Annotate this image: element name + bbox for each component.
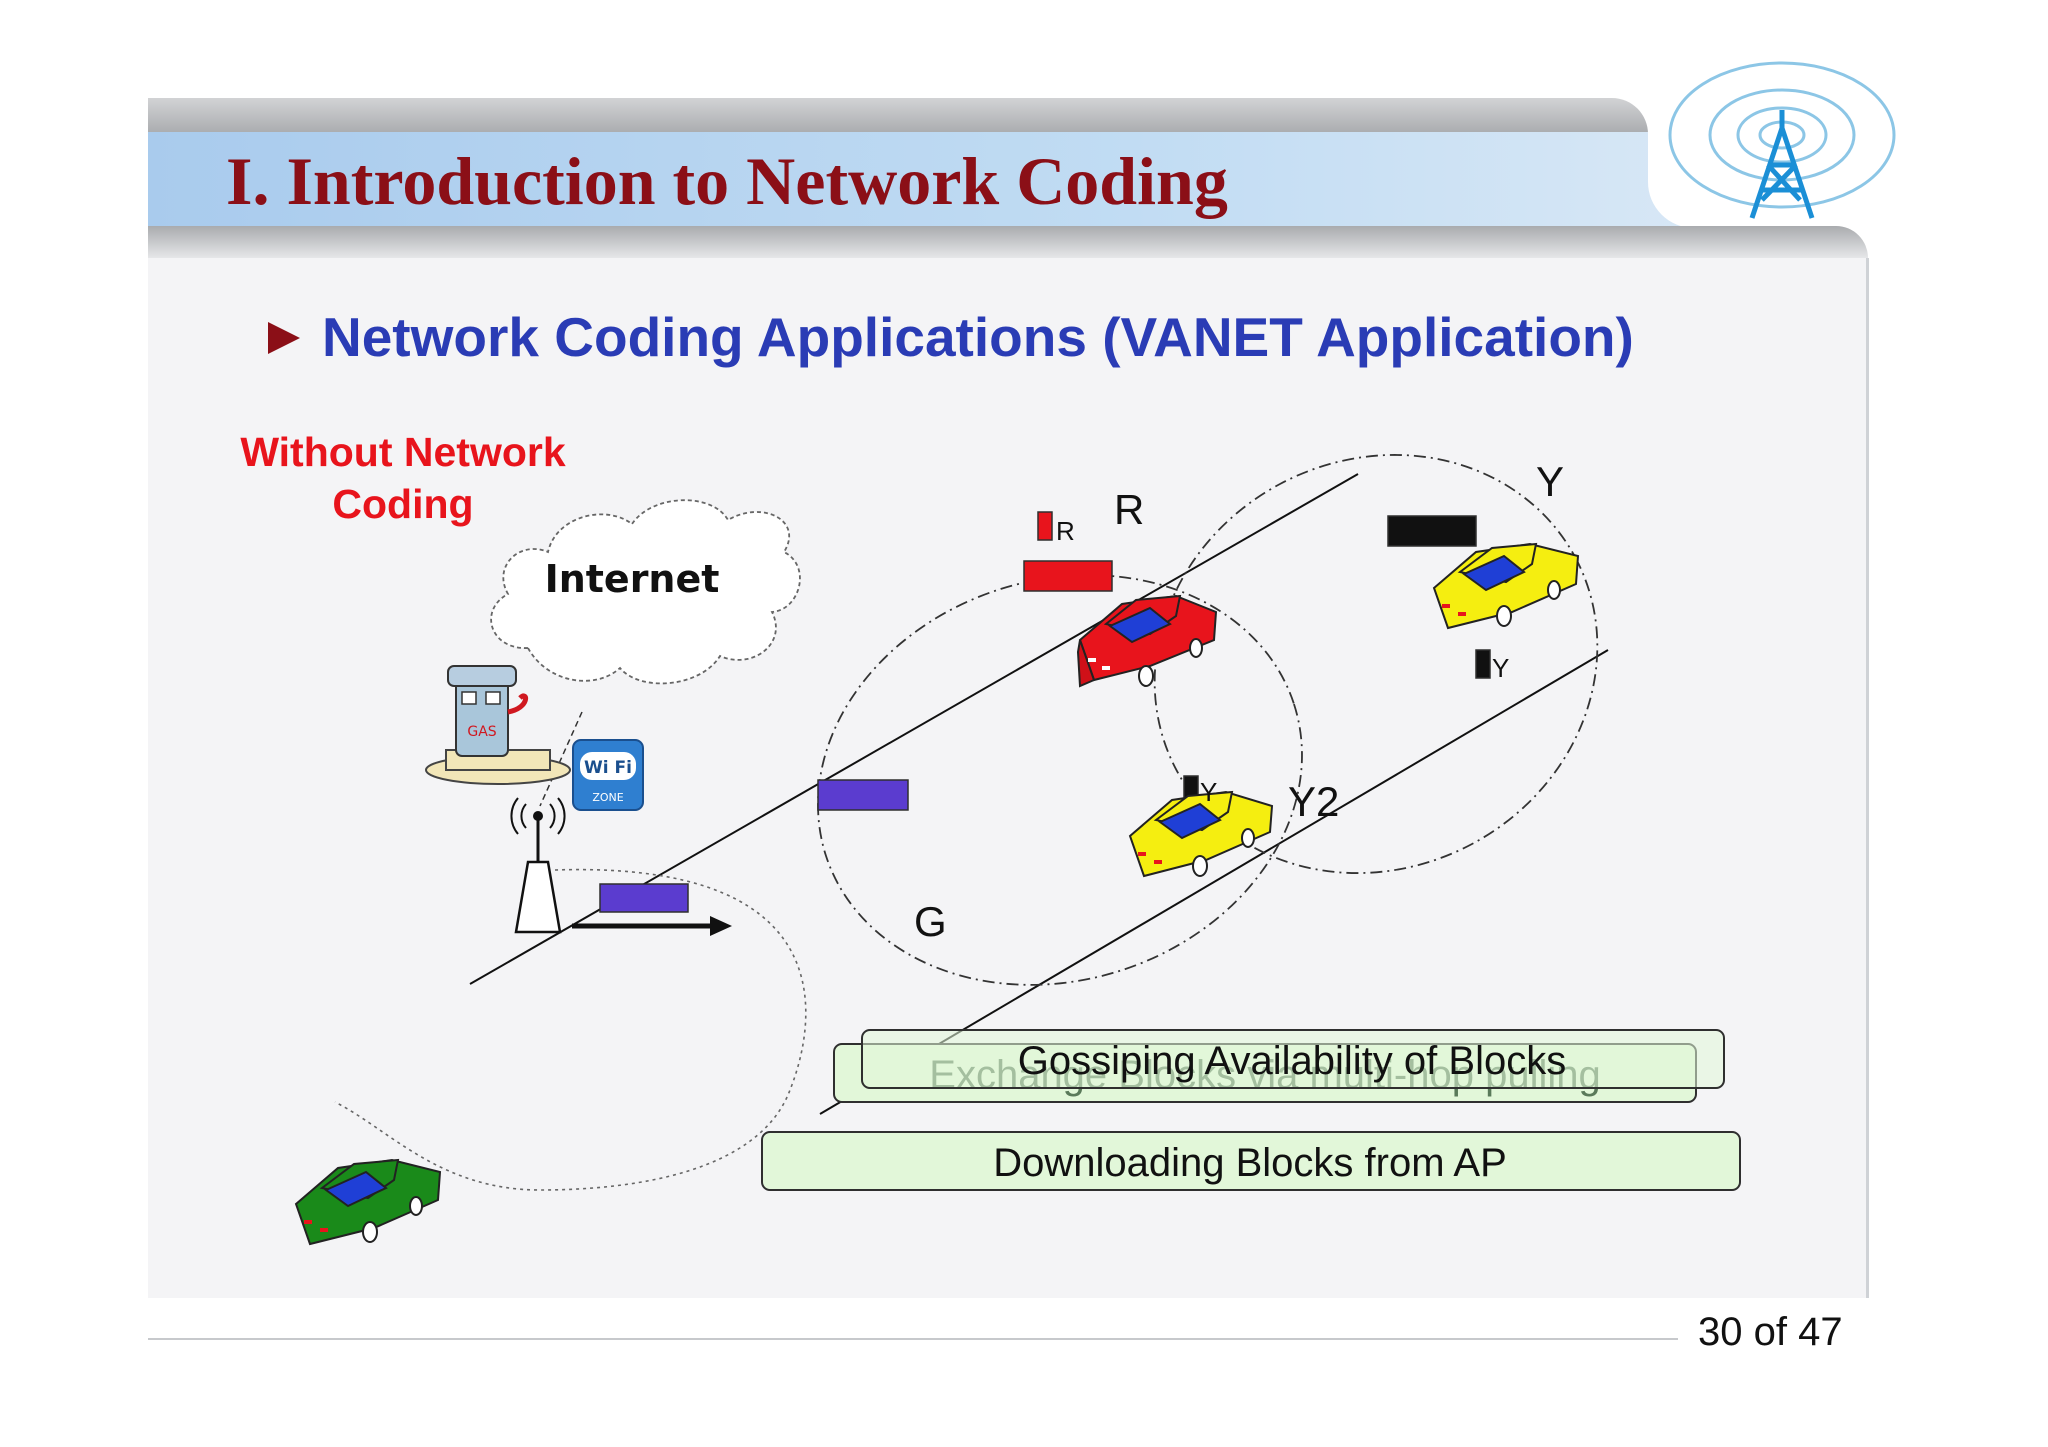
footer-rule xyxy=(148,1338,1678,1340)
header-band xyxy=(148,132,1788,228)
download-arrow xyxy=(572,916,732,936)
content-panel xyxy=(148,258,1868,1298)
header-bottom-bar xyxy=(148,226,1868,258)
block-r-small xyxy=(1037,511,1053,541)
panel-edge xyxy=(1866,258,1869,1298)
gas-station-icon: GAS xyxy=(425,665,571,785)
label-g: G xyxy=(914,898,947,945)
case-label: Without Network Coding xyxy=(218,426,588,530)
step-boxes: Exchange Blocks via multi-hop pulling Go… xyxy=(761,1029,1741,1191)
case-label-line-2: Coding xyxy=(332,481,474,527)
label-y2-small: Y xyxy=(1200,777,1217,807)
yellow-car-y-icon xyxy=(1432,542,1580,630)
range-g xyxy=(817,574,1303,986)
step-text-download: Downloading Blocks from AP xyxy=(993,1141,1507,1185)
block-ap xyxy=(599,883,689,913)
label-y-small: Y xyxy=(1492,653,1509,683)
wifi-label: Wi Fi xyxy=(584,758,632,778)
step-box-download xyxy=(761,1131,1741,1191)
internet-label: Internet xyxy=(545,557,720,601)
yellow-car-y2-icon xyxy=(1128,790,1274,878)
red-car-icon xyxy=(1076,594,1218,688)
cloud-icon: Internet xyxy=(490,499,801,685)
subtitle-text: Network Coding Applications (VANET Appli… xyxy=(322,306,1634,368)
block-r-big xyxy=(1023,560,1113,592)
label-r-small: R xyxy=(1056,516,1075,546)
label-y2: Y2 xyxy=(1288,778,1339,825)
step-box-gossip xyxy=(861,1029,1725,1089)
block-g xyxy=(817,779,909,811)
wifi-zone-icon: Wi Fi ZONE xyxy=(572,739,644,811)
case-label-line-1: Without Network xyxy=(240,429,566,475)
green-car-icon xyxy=(294,1158,442,1246)
label-r: R xyxy=(1114,486,1144,533)
wifi-zone-label: ZONE xyxy=(592,791,623,804)
access-point-icon xyxy=(510,797,566,934)
block-y-big xyxy=(1387,515,1477,547)
gas-sign-label: GAS xyxy=(467,724,496,740)
green-car-route xyxy=(334,868,807,1191)
step-text-gossip: Gossiping Availability of Blocks xyxy=(1018,1039,1566,1083)
bullet-triangle-icon xyxy=(268,322,300,354)
page-number: 30 of 47 xyxy=(1698,1310,1843,1354)
cloud-link xyxy=(539,711,583,807)
slide-subtitle: Network Coding Applications (VANET Appli… xyxy=(268,304,1634,370)
data-blocks xyxy=(599,511,1491,913)
slide-title: I. Introduction to Network Coding xyxy=(226,143,1228,219)
header-top-bar xyxy=(148,98,1648,134)
label-y: Y xyxy=(1536,458,1564,505)
car-labels: R R Y Y Y Y2 G xyxy=(914,458,1564,945)
block-y-small xyxy=(1475,649,1491,679)
